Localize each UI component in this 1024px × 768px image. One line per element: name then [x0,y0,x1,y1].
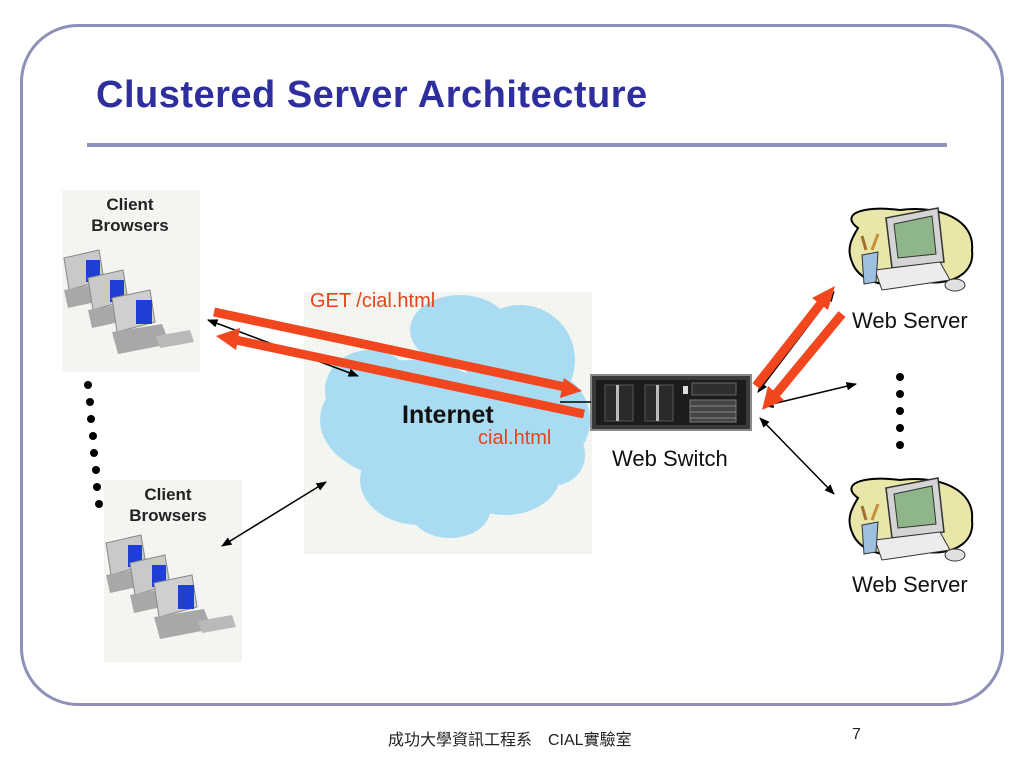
client-browsers-top-label: Client Browsers [74,194,186,236]
rack-server-icon [590,374,752,431]
web-server-top-label: Web Server [852,308,968,333]
response-arrow-server-to-switch [762,311,846,410]
stacked-computers-icon [63,249,194,354]
link-switch-server-bottom [759,417,835,495]
link-client-bottom-internet [221,481,327,547]
label-line: Client [144,485,192,504]
slide-title: Clustered Server Architecture [96,74,648,116]
request-label: GET /cial.html [310,290,436,312]
response-label: cial.html [478,427,552,449]
internet-label: Internet [402,401,494,429]
title-divider [87,143,947,147]
web-server-top [848,207,974,292]
web-server-bottom-label: Web Server [852,572,968,597]
slide-frame [20,24,1004,706]
internet-cloud [304,292,592,554]
request-flow [213,286,846,419]
client-browsers-bottom [104,480,242,662]
link-switch-server-middle [762,382,858,408]
desktop-computer-icon [848,477,974,562]
client-ellipsis-dots [84,381,103,508]
label-line: Browsers [91,216,169,235]
stacked-computers-icon [105,534,236,639]
request-arrow-switch-to-server [752,286,835,389]
response-arrow-switch-to-client [216,328,585,419]
web-switch-label: Web Switch [612,446,728,471]
server-ellipsis-dots [896,373,904,449]
page-number: 7 [852,726,861,743]
footer-text: 成功大學資訊工程系 CIAL實驗室 [388,732,632,749]
client-browsers-top [62,190,200,372]
request-arrow-client-to-switch [213,307,582,398]
web-server-bottom [848,477,974,562]
label-line: Client [106,195,154,214]
label-line: Browsers [129,506,207,525]
client-browsers-bottom-label: Client Browsers [112,484,224,526]
desktop-computer-icon [848,207,974,292]
web-switch [590,374,752,431]
cloud-icon [320,295,590,538]
